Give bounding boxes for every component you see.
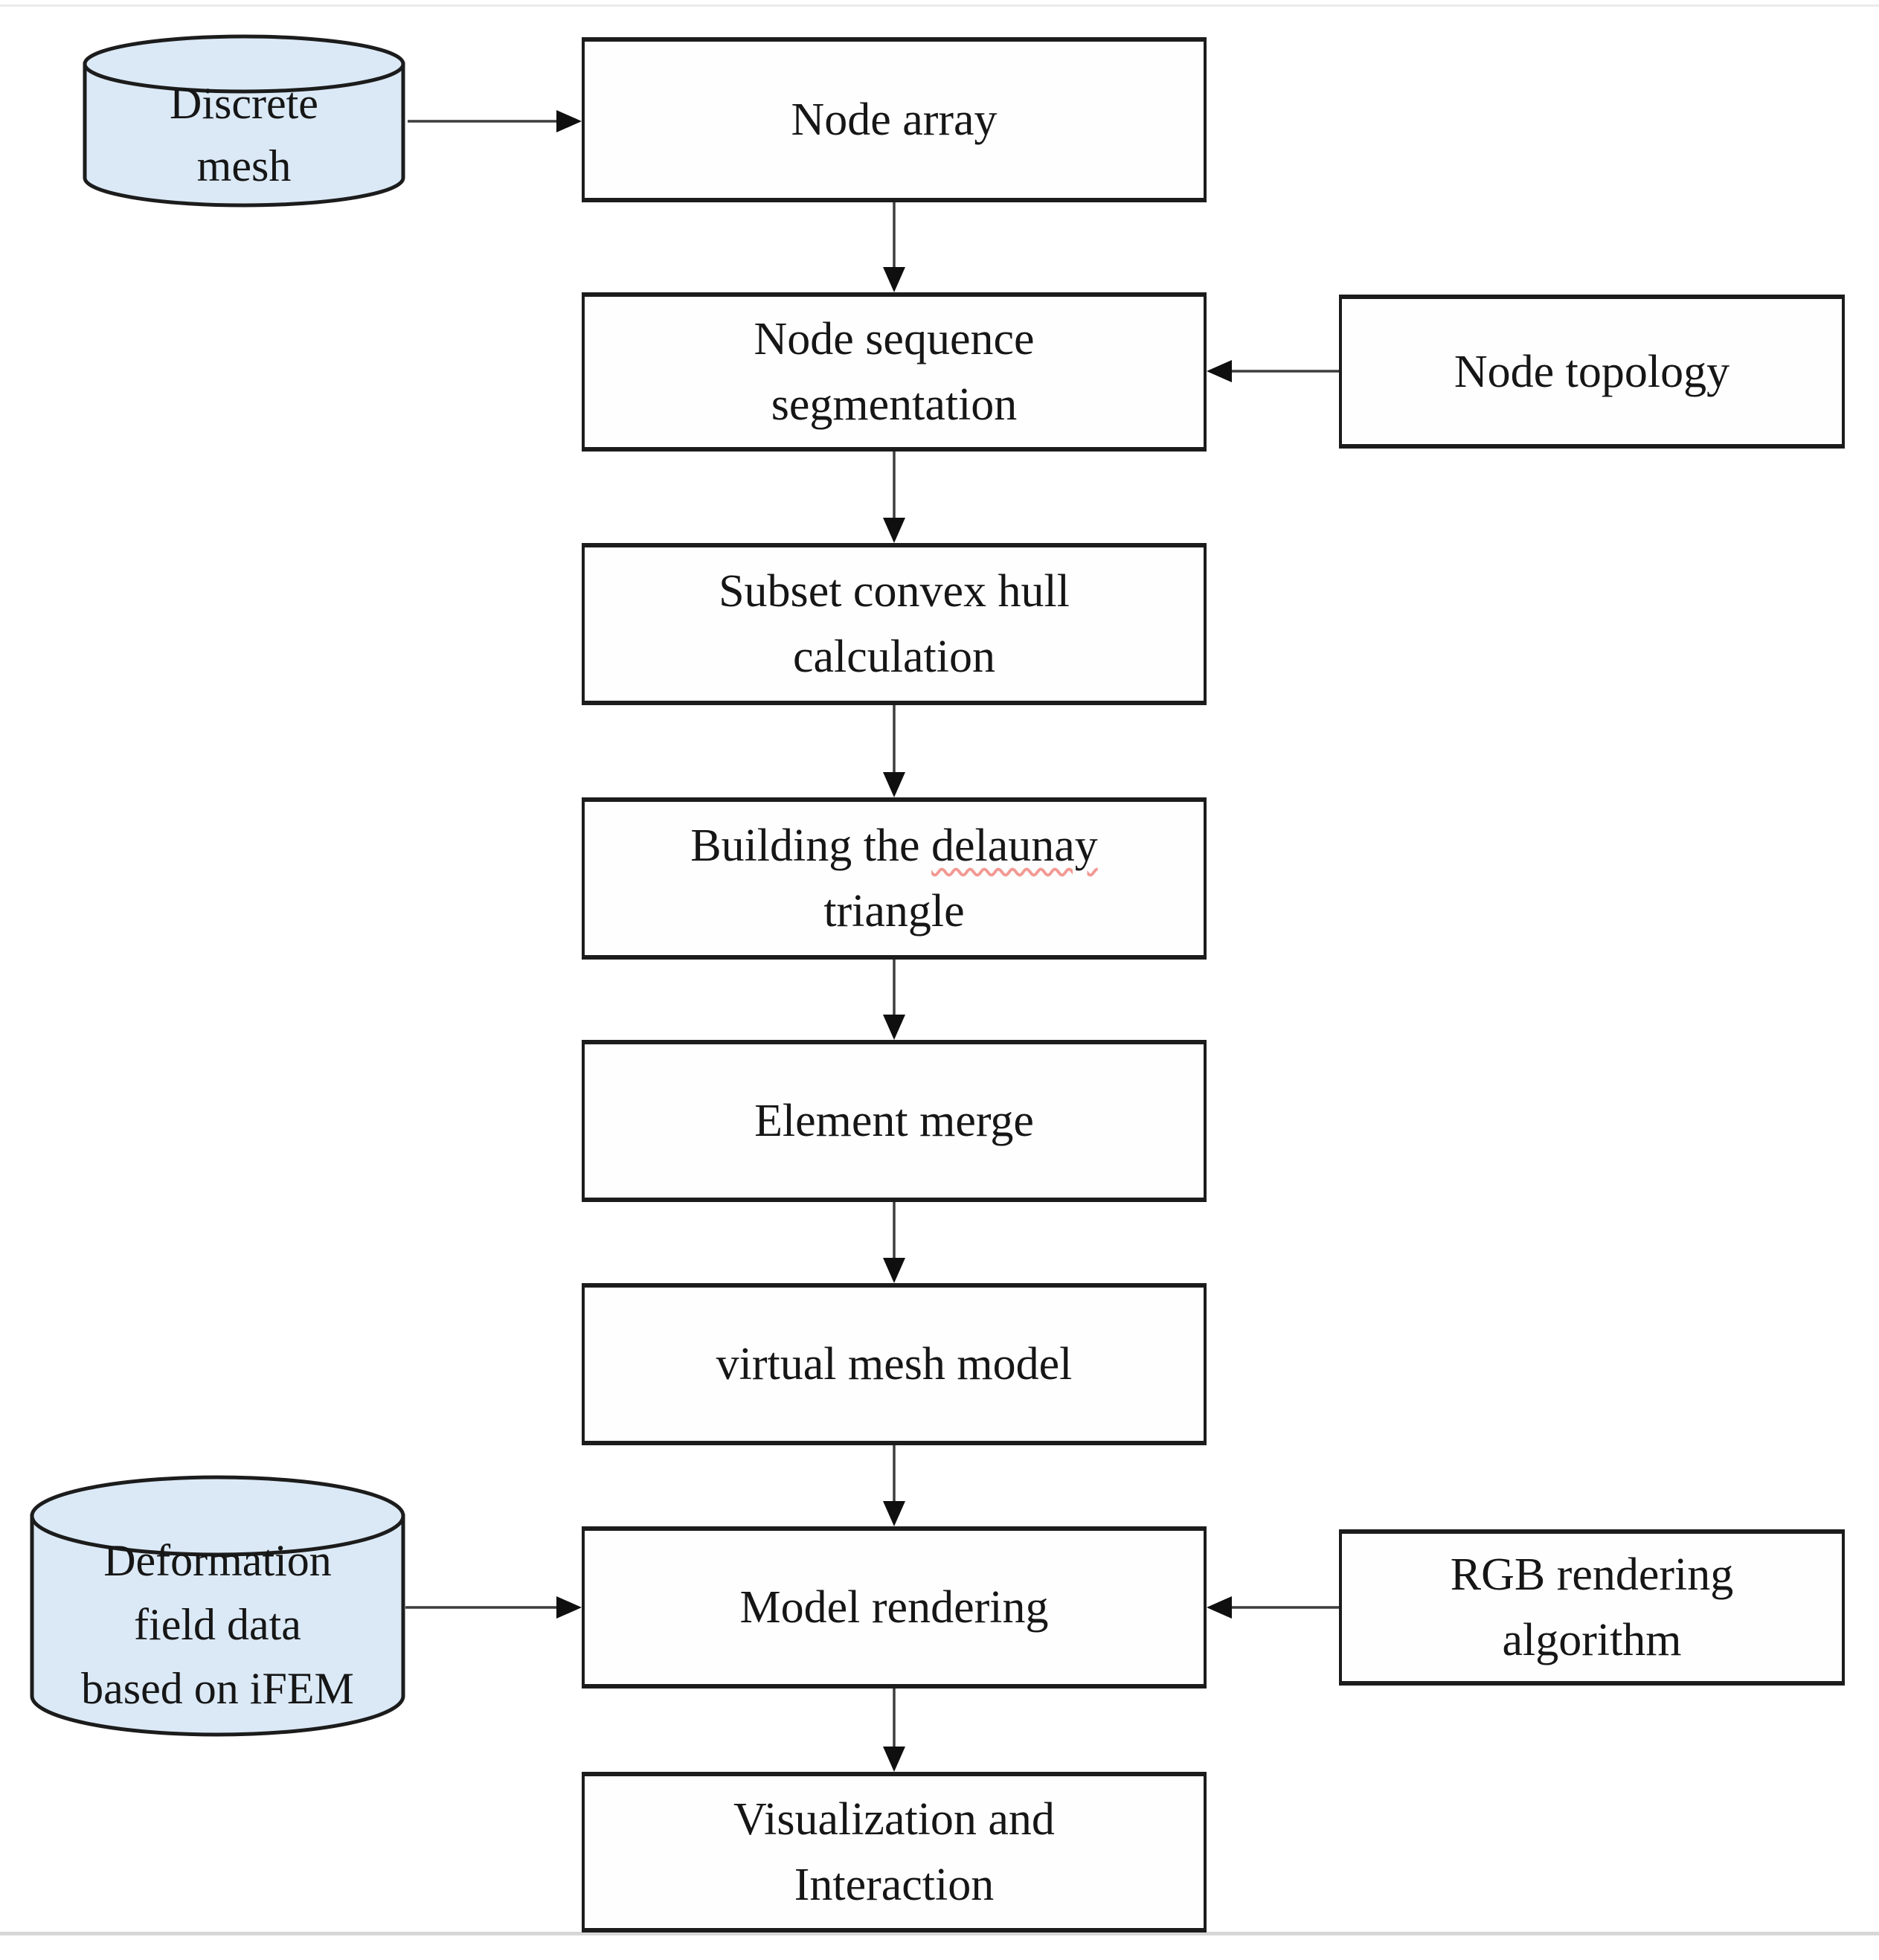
flow-box-label: Node sequence segmentation (585, 297, 1204, 447)
flow-box-node-sequence-segmentation: Node sequence segmentation (582, 292, 1207, 452)
label-line: field data (134, 1599, 301, 1649)
flow-box-building-delaunay-triangle: Building the delaunay triangle (582, 797, 1207, 960)
flow-box-label: Element merge (754, 1096, 1034, 1146)
cylinder-label-discrete-mesh: Discrete mesh (83, 34, 405, 208)
arrowhead-down-icon (883, 518, 905, 543)
arrowhead-down-icon (883, 1501, 905, 1526)
label-line: triangle (823, 886, 965, 936)
label-line: Deformation (103, 1535, 332, 1585)
database-cylinder-icon (30, 1475, 405, 1737)
flow-box-node-topology: Node topology (1339, 295, 1845, 449)
label-line: Discrete (170, 78, 318, 128)
label-line: calculation (793, 632, 995, 682)
cylinder-discrete-mesh: Discrete mesh (83, 34, 405, 208)
label-line: segmentation (771, 379, 1018, 430)
flow-box-label: RGB rendering algorithm (1342, 1534, 1842, 1681)
flow-box-label: virtual mesh model (716, 1339, 1073, 1389)
flow-box-label: Visualization and Interaction (585, 1776, 1204, 1928)
arrowhead-right-icon (556, 1596, 582, 1619)
cylinder-deformation-field-data: Deformation field data based on iFEM (30, 1475, 405, 1739)
top-divider-line (0, 4, 1879, 7)
label-line: Interaction (794, 1860, 995, 1910)
flow-box-subset-convex-hull: Subset convex hull calculation (582, 543, 1207, 705)
arrowhead-down-icon (883, 1258, 905, 1283)
flow-box-label: Node array (791, 94, 998, 145)
flow-box-model-rendering: Model rendering (582, 1526, 1207, 1689)
label-line: based on iFEM (81, 1663, 354, 1713)
label-line: Subset convex hull (719, 566, 1070, 617)
arrowhead-down-icon (883, 267, 905, 292)
flow-box-visualization-interaction: Visualization and Interaction (582, 1772, 1207, 1932)
label-line: mesh (196, 141, 292, 190)
flow-box-element-merge: Element merge (582, 1040, 1207, 1202)
arrowhead-right-icon (556, 110, 582, 132)
label-line: Building the delaunay (690, 813, 1098, 878)
bottom-divider-line (0, 1932, 1879, 1935)
flow-box-node-array: Node array (582, 37, 1207, 202)
label-line: algorithm (1502, 1615, 1682, 1665)
flow-box-label: Model rendering (739, 1582, 1049, 1633)
arrowhead-left-icon (1207, 360, 1232, 382)
cylinder-label-deformation-data: Deformation field data based on iFEM (30, 1475, 405, 1739)
flow-box-label: Node topology (1454, 346, 1730, 397)
label-line: Node sequence (754, 314, 1035, 364)
flow-box-label: Building the delaunay triangle (585, 802, 1204, 955)
database-cylinder-icon (83, 34, 405, 208)
flow-box-rgb-rendering-algorithm: RGB rendering algorithm (1339, 1529, 1845, 1686)
arrowhead-down-icon (883, 1747, 905, 1772)
arrowhead-down-icon (883, 772, 905, 797)
label-line: Visualization and (733, 1794, 1055, 1845)
arrowhead-left-icon (1207, 1596, 1232, 1619)
label-text: Building the (690, 820, 920, 871)
misspelled-word: delaunay (931, 820, 1098, 871)
label-line: RGB rendering (1450, 1549, 1734, 1600)
flow-box-label: Subset convex hull calculation (585, 547, 1204, 701)
flow-box-virtual-mesh-model: virtual mesh model (582, 1283, 1207, 1445)
arrowhead-down-icon (883, 1015, 905, 1040)
